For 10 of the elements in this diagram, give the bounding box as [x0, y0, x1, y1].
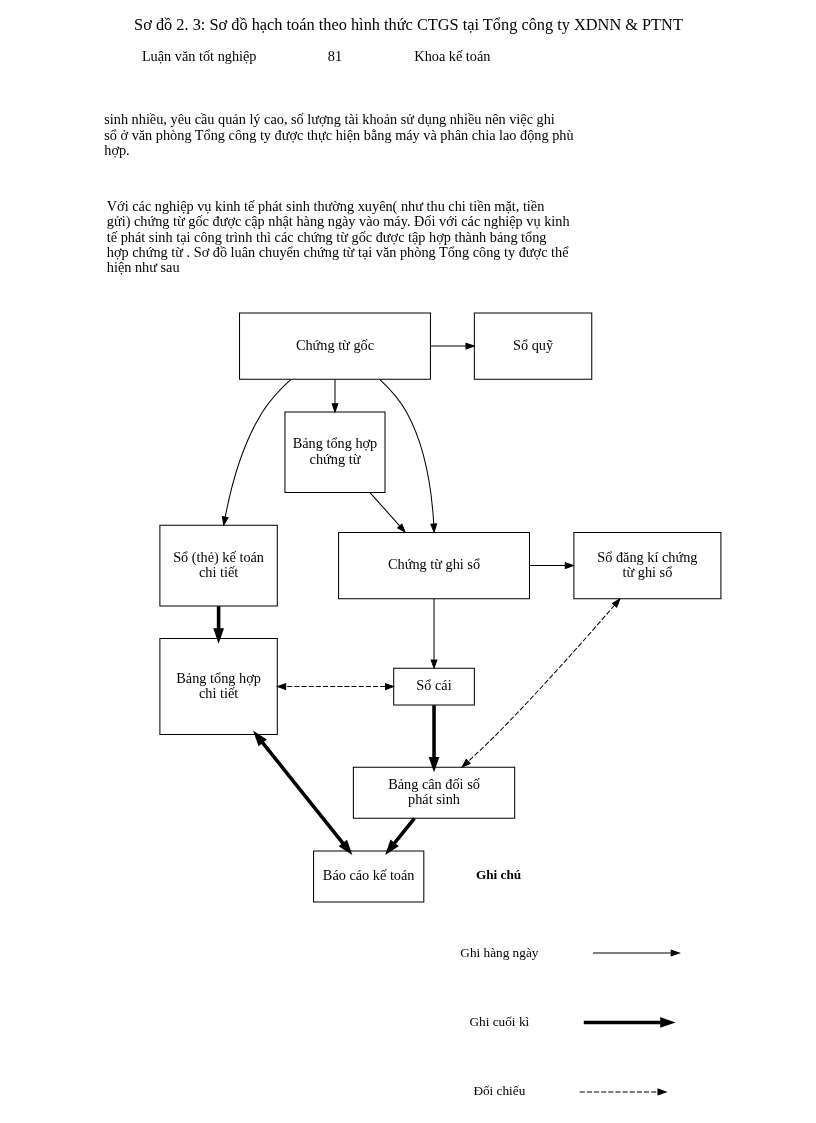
- label: Khoa kế toán: [413, 48, 490, 65]
- legend-label: Ghi hàng ngày: [459, 944, 538, 960]
- label: 81: [327, 48, 342, 65]
- label: Luận văn tốt nghiệp: [141, 48, 257, 65]
- label: Ghi chú: [475, 866, 521, 882]
- label: sinh nhiều, yêu cầu quản lý cao, số lượng tài khoản sử dụng nhiều nên việc ghi sổ ở văn phòng Tổng công ty được thực hiện bằng máy và phân chia lao động phù hợp.: [103, 111, 574, 158]
- legend-label: Đối chiếu: [472, 1083, 525, 1099]
- legend-label: Ghi cuối kì: [469, 1013, 529, 1029]
- label: Với các nghiệp vụ kinh tế phát sinh thường xuyên( như thu chi tiền mặt, tiền gửi) chứng từ gốc được cập nhật hàng ngày vào máy. Đối với các nghiệp vụ kinh tế phát sinh tại công trình thì các chứng từ gốc được tập hợp thành bảng tổng hợp chứng từ . Sơ đồ luân chuyển chứng từ tại văn phòng Tổng công ty được thể hiện như sau: [106, 198, 570, 276]
- diagram-title: Sơ đồ 2. 3: Sơ đồ hạch toán theo hình thức CTGS tại Tổng công ty XDNN & PTNT: [133, 14, 683, 34]
